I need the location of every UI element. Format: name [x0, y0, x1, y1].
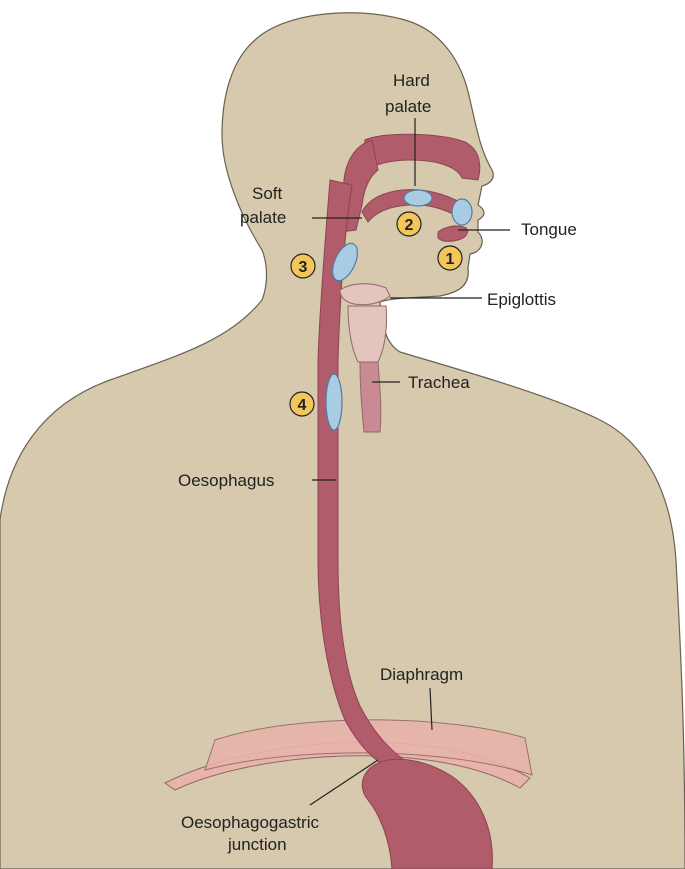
label-diaphragm: Diaphragm	[380, 665, 463, 684]
marker-3: 3	[291, 254, 315, 278]
label-epiglottis: Epiglottis	[487, 290, 556, 309]
marker-4-number: 4	[298, 397, 307, 414]
marker-1: 1	[438, 246, 462, 270]
marker-3-number: 3	[299, 259, 308, 276]
marker-2: 2	[397, 212, 421, 236]
label-soft-palate-line2: palate	[240, 208, 286, 227]
label-hard-palate-line1: Hard	[393, 71, 430, 90]
marker-1-number: 1	[446, 251, 455, 268]
label-oesophagus: Oesophagus	[178, 471, 274, 490]
marker-4: 4	[290, 392, 314, 416]
bolus-hard-palate	[404, 190, 432, 206]
label-soft-palate-line1: Soft	[252, 184, 283, 203]
bolus-mouth	[452, 199, 472, 225]
label-tongue: Tongue	[521, 220, 577, 239]
label-oesophagogastric-junction-line2: junction	[227, 835, 287, 854]
label-hard-palate-line2: palate	[385, 97, 431, 116]
bolus-oesophagus	[326, 374, 342, 430]
label-trachea: Trachea	[408, 373, 470, 392]
label-oesophagogastric-junction-line1: Oesophagogastric	[181, 813, 319, 832]
trachea-tube	[360, 362, 381, 432]
marker-2-number: 2	[405, 217, 414, 234]
